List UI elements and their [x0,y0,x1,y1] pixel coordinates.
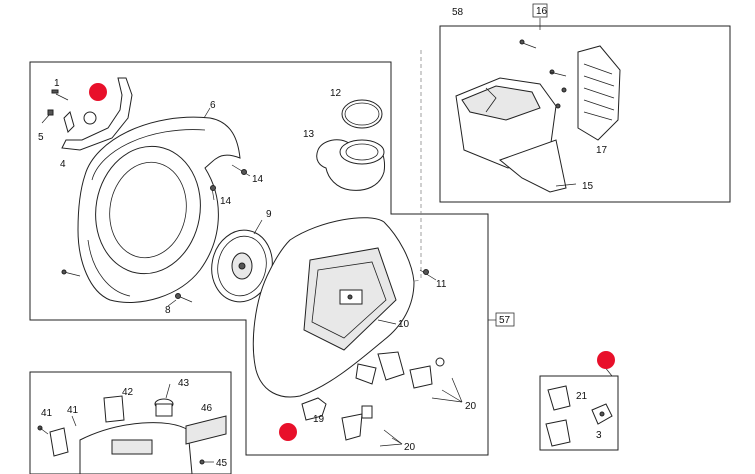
top-right-inset-frame [439,25,731,203]
callout-4[interactable]: 4 [60,159,66,170]
clip-part-42 [103,395,125,423]
screw-part-14b [210,185,216,201]
o-ring-part-12 [341,99,383,129]
rear-housing-part-10 [252,217,415,398]
callout-41a[interactable]: 41 [41,408,53,419]
callout-19[interactable]: 19 [313,414,325,425]
main-assembly-frame [29,61,489,456]
hotspot-mount-19[interactable] [279,423,297,441]
clip-part-41 [37,425,69,457]
callout-10[interactable]: 10 [398,319,410,330]
callout-43[interactable]: 43 [178,378,190,389]
callout-42[interactable]: 42 [122,387,134,398]
callout-20b[interactable]: 20 [404,442,416,453]
cap-part-43 [154,398,174,417]
screw-part-14a [231,164,251,177]
callout-11[interactable]: 11 [436,279,447,290]
impeller-part-9 [211,229,273,303]
callout-21[interactable]: 21 [576,391,588,402]
small-parts-inset-frame [539,375,619,451]
callout-1[interactable]: 1 [54,78,60,89]
mount-part-19 [301,397,327,421]
screw-part-45 [199,459,214,465]
callout-3[interactable]: 3 [596,430,602,441]
mount-part-3 [591,403,613,425]
callout-16[interactable]: 16 [536,6,548,17]
fan-housing-part-6 [77,116,241,303]
callout-46[interactable]: 46 [201,403,213,414]
callout-14b[interactable]: 14 [220,196,232,207]
mount-part-21b [545,419,571,447]
callout-6[interactable]: 6 [210,100,216,111]
callout-57[interactable]: 57 [499,315,511,326]
callout-12[interactable]: 12 [330,88,342,99]
hotspot-bracket[interactable] [89,83,107,101]
grille-part-17 [577,45,621,141]
vibration-mounts [341,351,445,441]
callout-58[interactable]: 58 [452,7,464,18]
callout-17[interactable]: 17 [596,145,608,156]
bracket-part-4 [61,77,133,151]
screw-part-8 [167,293,193,307]
callout-15[interactable]: 15 [582,181,594,192]
callout-9[interactable]: 9 [266,209,272,220]
elbow-part-13 [316,139,385,191]
fuel-tank-housing [79,422,193,474]
callout-13[interactable]: 13 [303,129,315,140]
callout-41b[interactable]: 41 [67,405,79,416]
hotspot-small-parts[interactable] [597,351,615,369]
mount-part-21a [547,385,571,411]
callout-8[interactable]: 8 [165,305,171,316]
engine-cover [455,77,567,193]
callout-14a[interactable]: 14 [252,174,264,185]
bottom-left-inset-frame [29,371,232,474]
callout-20a[interactable]: 20 [465,401,477,412]
strip-part-46 [185,415,227,445]
callout-45[interactable]: 45 [216,458,228,469]
callout-5[interactable]: 5 [38,132,44,143]
